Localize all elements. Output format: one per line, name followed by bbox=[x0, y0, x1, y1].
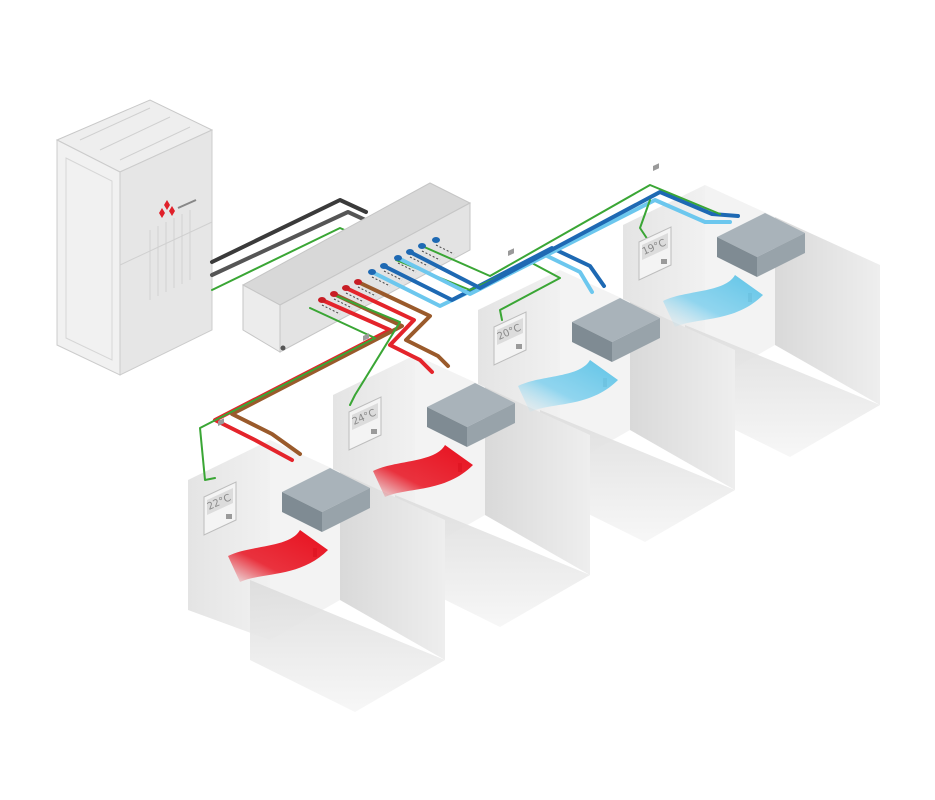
branch-ports bbox=[318, 237, 455, 315]
outdoor-unit bbox=[55, 99, 214, 376]
pipe-port-cap bbox=[330, 291, 338, 297]
port-marker-line bbox=[421, 250, 441, 261]
cool-airflow bbox=[663, 275, 763, 327]
thermostat: 24°C bbox=[348, 333, 382, 451]
thermostat-button bbox=[661, 259, 667, 264]
room-partition bbox=[630, 302, 735, 490]
thermostat-screen bbox=[642, 233, 668, 260]
indoor-unit-side bbox=[757, 233, 805, 277]
room-partition bbox=[485, 387, 590, 575]
thermostat-button bbox=[363, 333, 369, 341]
thermostat-screen bbox=[497, 318, 523, 345]
refrigerant-pipe bbox=[230, 292, 404, 456]
port-marker-line bbox=[345, 292, 365, 303]
indoor-unit-front bbox=[717, 237, 757, 277]
thermostat: 22°C bbox=[203, 418, 237, 536]
pipe-port-cap bbox=[406, 249, 414, 255]
pipe-port-cap bbox=[342, 285, 350, 291]
refrigerant-pipe bbox=[395, 259, 561, 321]
branch-controller-box bbox=[241, 182, 472, 353]
room-partition bbox=[340, 472, 445, 660]
port-marker-line bbox=[397, 262, 417, 273]
indoor-unit-front bbox=[282, 492, 322, 532]
indoor-unit-1: 22°C bbox=[203, 418, 370, 582]
indoor-units: 22°C 24°C 20°C 19°C bbox=[203, 163, 805, 582]
thermostat-button bbox=[226, 514, 232, 519]
thermostat-screen bbox=[207, 488, 233, 515]
port-marker-line bbox=[435, 244, 455, 255]
refrigerant-pipe bbox=[396, 198, 732, 296]
indoor-unit-side bbox=[612, 318, 660, 362]
refrigerant-pipe bbox=[356, 280, 450, 368]
thermostat: 20°C bbox=[493, 248, 527, 366]
port-marker-line bbox=[383, 270, 403, 281]
refrigerant-lines bbox=[199, 184, 740, 481]
port-marker-line bbox=[409, 256, 429, 267]
indoor-unit-top bbox=[717, 213, 805, 257]
indoor-unit-front bbox=[427, 407, 467, 447]
indoor-unit-side bbox=[322, 488, 370, 532]
indoor-unit-top bbox=[572, 298, 660, 342]
thermostat-button bbox=[371, 429, 377, 434]
port-marker-line bbox=[357, 286, 377, 297]
pipe-port-cap bbox=[368, 269, 376, 275]
pipe-port-cap bbox=[354, 279, 362, 285]
thermostat-button bbox=[218, 418, 224, 426]
refrigerant-pipe bbox=[333, 294, 401, 406]
pipe-port-cap bbox=[318, 297, 326, 303]
room-modules bbox=[188, 185, 880, 712]
indoor-unit-top bbox=[282, 468, 370, 512]
thermostat: 19°C bbox=[638, 163, 672, 281]
room-partition bbox=[775, 217, 880, 405]
indoor-unit-2: 24°C bbox=[348, 333, 515, 497]
indoor-unit-top bbox=[427, 383, 515, 427]
thermostat-button bbox=[516, 344, 522, 349]
thermostat-button bbox=[508, 248, 514, 256]
port-marker-line bbox=[333, 298, 353, 309]
indoor-unit-front bbox=[572, 322, 612, 362]
warm-airflow bbox=[373, 445, 473, 497]
indoor-unit-3: 20°C bbox=[493, 248, 660, 412]
pipe-port-cap bbox=[432, 237, 440, 243]
room-floor bbox=[250, 580, 445, 712]
pipe-port-cap bbox=[418, 243, 426, 249]
refrigerant-pipe bbox=[344, 286, 434, 374]
thermostat-button bbox=[653, 163, 659, 171]
port-marker-line bbox=[321, 304, 341, 315]
indoor-unit-side bbox=[467, 403, 515, 447]
pipe-port-cap bbox=[380, 263, 388, 269]
port-marker-line bbox=[371, 276, 391, 287]
indoor-unit-4: 19°C bbox=[638, 163, 805, 327]
refrigerant-pipe bbox=[639, 199, 651, 241]
mitsubishi-diamond-logo bbox=[159, 199, 197, 218]
refrigerant-pipe bbox=[421, 184, 721, 277]
pipe-port-cap bbox=[394, 255, 402, 261]
cool-airflow bbox=[518, 360, 618, 412]
warm-airflow bbox=[228, 530, 328, 582]
thermostat-screen bbox=[352, 403, 378, 430]
room-left-wall bbox=[188, 440, 270, 640]
refrigerant-pipe bbox=[199, 307, 376, 481]
